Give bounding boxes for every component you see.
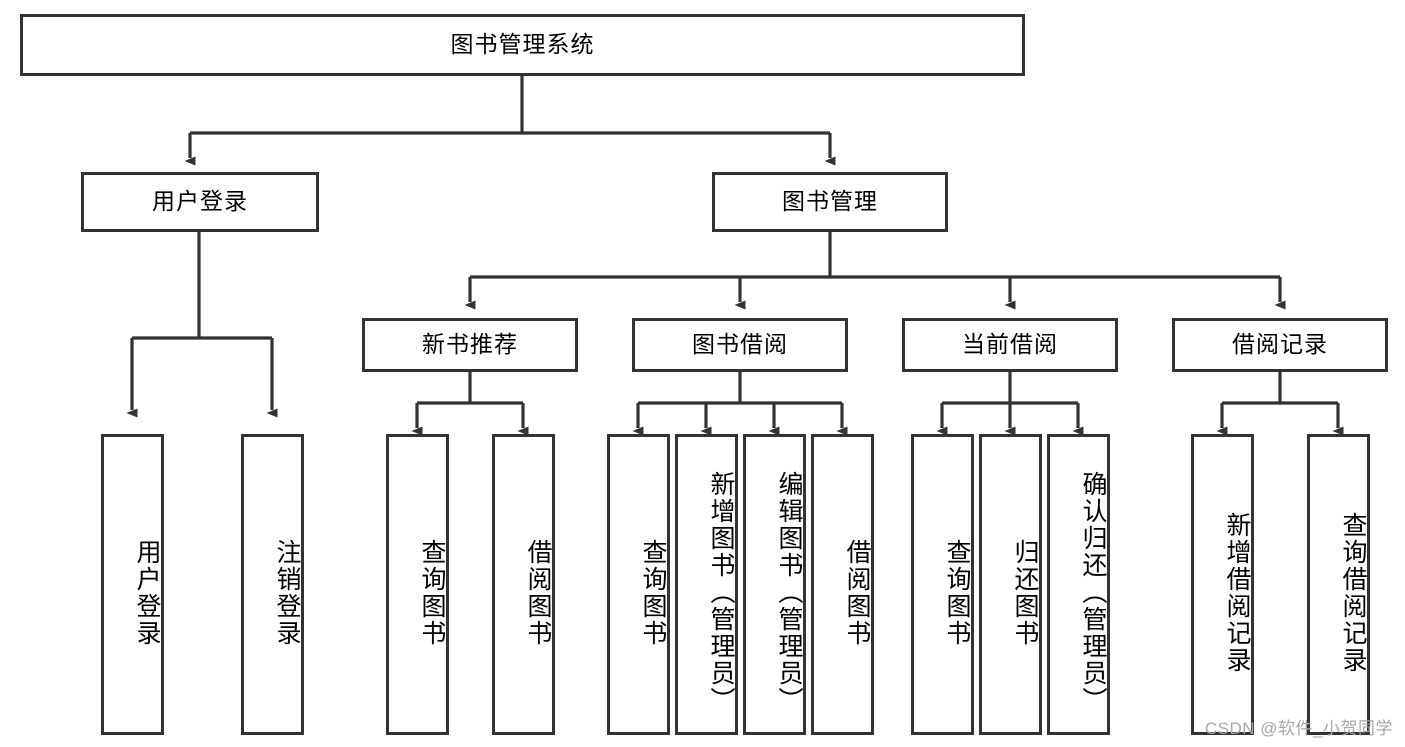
watermark: CSDN @软件_小贺同学 [1204, 719, 1393, 738]
leaf-return-book[interactable]: 归还图书 [979, 434, 1042, 735]
leaf-query-book-current[interactable]: 查询图书 [911, 434, 974, 735]
leaf-borrow-book[interactable]: 借阅图书 [811, 434, 874, 735]
node-label: 图书管理 [782, 188, 878, 215]
node-label: 新书推荐 [422, 331, 518, 358]
leaf-edit-book-admin[interactable]: 编辑图书（管理员） [743, 434, 806, 735]
node-label: 新增借阅记录 [1223, 511, 1251, 674]
node-label: 借阅图书 [524, 538, 552, 647]
node-label: 确认归还（管理员） [1079, 471, 1107, 714]
node-label: 新增图书（管理员） [707, 471, 735, 714]
node-label: 编辑图书（管理员） [775, 471, 803, 714]
node-label: 查询图书 [418, 538, 446, 647]
node-root-book-management-system[interactable]: 图书管理系统 [20, 14, 1025, 76]
node-label: 用户登录 [133, 538, 161, 647]
node-label: 图书管理系统 [450, 31, 595, 58]
node-label: 借阅记录 [1232, 331, 1328, 358]
node-book-management[interactable]: 图书管理 [712, 172, 948, 232]
leaf-logout-login[interactable]: 注销登录 [241, 434, 304, 735]
leaf-confirm-return-admin[interactable]: 确认归还（管理员） [1047, 434, 1110, 735]
node-label: 归还图书 [1011, 538, 1039, 647]
leaf-add-borrow-record[interactable]: 新增借阅记录 [1191, 434, 1254, 735]
node-current-borrow[interactable]: 当前借阅 [902, 318, 1118, 372]
leaf-query-book-recommend[interactable]: 查询图书 [386, 434, 449, 735]
node-label: 图书借阅 [692, 331, 788, 358]
leaf-add-book-admin[interactable]: 新增图书（管理员） [675, 434, 738, 735]
node-user-login[interactable]: 用户登录 [81, 172, 319, 232]
node-label: 查询借阅记录 [1339, 511, 1367, 674]
leaf-query-book-borrow[interactable]: 查询图书 [607, 434, 670, 735]
node-label: 当前借阅 [962, 331, 1058, 358]
node-label: 查询图书 [943, 538, 971, 647]
node-label: 用户登录 [152, 188, 248, 215]
node-label: 借阅图书 [843, 538, 871, 647]
leaf-user-login[interactable]: 用户登录 [101, 434, 164, 735]
node-label: 查询图书 [639, 538, 667, 647]
leaf-query-borrow-record[interactable]: 查询借阅记录 [1307, 434, 1370, 735]
node-label: 注销登录 [273, 538, 301, 647]
node-borrow-record[interactable]: 借阅记录 [1172, 318, 1388, 372]
leaf-borrow-book-recommend[interactable]: 借阅图书 [492, 434, 555, 735]
node-book-borrow[interactable]: 图书借阅 [632, 318, 848, 372]
node-new-book-recommend[interactable]: 新书推荐 [362, 318, 578, 372]
